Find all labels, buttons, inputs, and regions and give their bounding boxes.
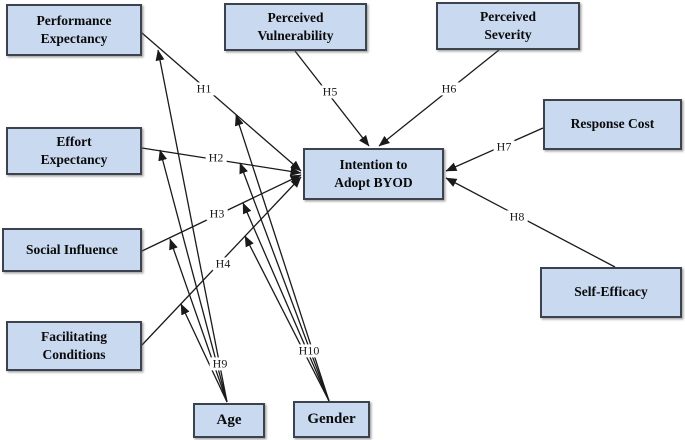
node-self-efficacy: Self-Efficacy <box>540 267 682 318</box>
node-effort-expectancy: Effort Expectancy <box>6 127 142 175</box>
hypothesis-label-h1: H1 <box>193 82 215 96</box>
edge-h8 <box>445 177 616 268</box>
edge-h10c <box>242 202 330 402</box>
edge-h9a <box>155 49 228 403</box>
node-performance-expectancy: Performance Expectancy <box>6 4 142 56</box>
hypothesis-label-h7: H7 <box>493 140 515 154</box>
hypothesis-label-h9: H9 <box>209 357 231 371</box>
hypothesis-label-h10: H10 <box>295 344 323 358</box>
node-perceived-severity: Perceived Severity <box>436 2 580 50</box>
hypothesis-label-h2: H2 <box>205 151 227 165</box>
edge-h6 <box>378 49 500 147</box>
hypothesis-label-h3: H3 <box>206 207 228 221</box>
edge-h10d <box>244 235 330 402</box>
node-facilitating-conditions: Facilitating Conditions <box>6 321 142 371</box>
node-social-influence: Social Influence <box>2 228 142 272</box>
node-intention-to-adopt-byod: Intention to Adopt BYOD <box>303 148 444 200</box>
edge-h1 <box>141 32 302 172</box>
hypothesis-label-h8: H8 <box>506 210 528 224</box>
edge-h9d <box>180 303 228 403</box>
edge-h9c <box>169 238 228 403</box>
hypothesis-label-h6: H6 <box>438 82 460 96</box>
hypothesis-label-h4: H4 <box>212 257 234 271</box>
node-age: Age <box>193 403 265 438</box>
hypothesis-label-h5: H5 <box>319 85 341 99</box>
node-perceived-vulnerability: Perceived Vulnerability <box>224 3 367 51</box>
node-gender: Gender <box>293 401 370 438</box>
node-response-cost: Response Cost <box>543 99 682 150</box>
edge-h10b <box>239 162 330 402</box>
